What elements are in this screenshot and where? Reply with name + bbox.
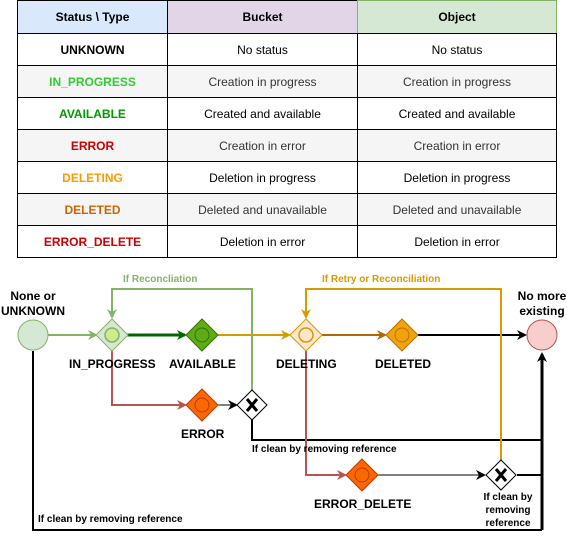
object-cell: Created and available [357,97,557,130]
header-object: Object [357,0,557,34]
status-cell: ERROR_DELETE [17,225,168,258]
edge-reconciliation-loop [107,288,253,391]
node-available-label: AVAILABLE [169,357,236,371]
object-cell: Creation in progress [357,65,557,98]
note-clean-mid: If clean by removing reference [252,444,397,455]
edge-start-clean-to-end [32,351,542,531]
header-status-type: Status \ Type [17,0,168,34]
status-cell: ERROR [17,129,168,162]
note-clean-right: If clean by removing reference [483,492,533,529]
gateway-error-x [236,389,268,421]
note-clean-bottom: If clean by removing reference [38,514,183,525]
edge-deleting-to-error-delete [305,351,347,480]
edge-retry-loop [301,288,502,461]
node-deleting-shape [289,318,323,352]
node-deleted-label: DELETED [375,357,432,371]
bucket-cell: No status [167,33,358,66]
object-cell: No status [357,33,557,66]
node-deleting-label: DELETING [276,357,337,371]
bucket-cell: Deleted and unavailable [167,193,358,226]
end-label: No more existing [517,289,567,318]
bucket-cell: Deletion in error [167,225,358,258]
bucket-cell: Deletion in progress [167,161,358,194]
bucket-cell: Creation in error [167,129,358,162]
node-error-delete-label: ERROR_DELETE [314,497,412,511]
node-deleted-shape [385,318,419,352]
node-in-progress-shape [95,318,129,352]
object-cell: Deletion in error [357,225,557,258]
object-cell: Deletion in progress [357,161,557,194]
node-available-shape [185,318,219,352]
object-cell: Creation in error [357,129,557,162]
node-error-delete-shape [345,458,379,492]
note-reconciliation: If Reconcliation [123,274,198,285]
node-error-shape [185,388,219,422]
note-retry: If Retry or Reconciliation [322,274,441,285]
node-error-label: ERROR [181,427,225,441]
node-in-progress-label: IN_PROGRESS [69,357,156,371]
edge-in-progress-to-error [111,351,187,410]
status-cell: AVAILABLE [17,97,168,130]
start-event [17,319,49,351]
end-event [526,319,558,351]
status-cell: DELETING [17,161,168,194]
gateway-error-delete-x [485,459,517,491]
object-cell: Deleted and unavailable [357,193,557,226]
edge-error-clean-to-end [251,420,542,441]
start-label: None or UNKNOWN [1,289,65,318]
status-cell: IN_PROGRESS [17,65,168,98]
